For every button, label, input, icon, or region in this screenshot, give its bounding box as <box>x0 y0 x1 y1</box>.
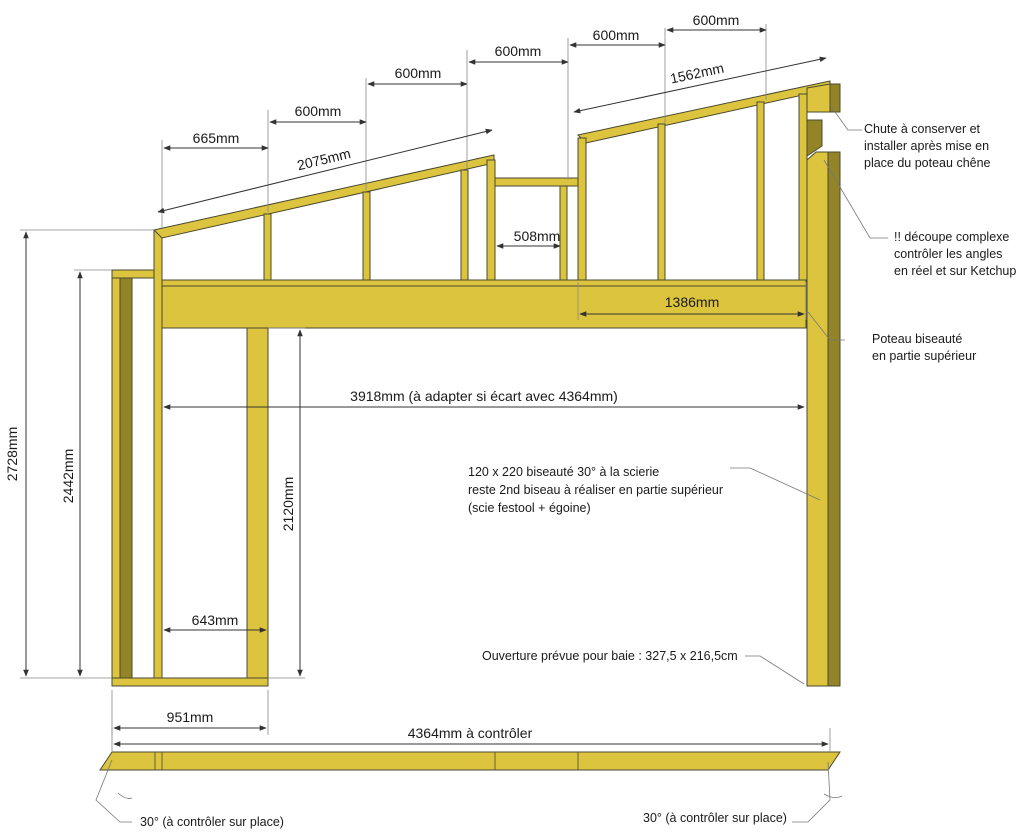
note-bevel-line-3: (scie festool + égoine) <box>468 501 591 515</box>
dim-4364: 4364mm à contrôler <box>408 725 533 741</box>
left-post-shadow <box>119 277 133 679</box>
note-bevel-line-1: 120 x 220 biseauté 30° à la scierie <box>468 465 659 479</box>
stud <box>798 93 808 281</box>
dim-600-b: 600mm <box>395 65 442 81</box>
note-angle-left: 30° (à contrôler sur place) <box>140 815 284 829</box>
dim-643: 643mm <box>192 612 239 628</box>
sill-beam <box>99 751 841 771</box>
dim-951: 951mm <box>167 709 214 725</box>
dimension-lines <box>23 27 829 747</box>
note-bevel-line-2: reste 2nd biseau à réaliser en partie su… <box>468 483 723 497</box>
bottom-plate <box>111 677 269 687</box>
dim-600-d: 600mm <box>593 27 640 43</box>
note-post-line-2: en partie supérieur <box>872 349 976 363</box>
dim-600-e: 600mm <box>693 12 740 28</box>
note-angle-right: 30° (à contrôler sur place) <box>643 811 787 825</box>
dim-600-c: 600mm <box>495 43 542 59</box>
jamb-post <box>246 327 269 679</box>
beam-top-plate <box>161 279 807 287</box>
main-beam <box>161 285 807 329</box>
note-complex-cut-line-1: !! découpe complexe <box>894 230 1009 244</box>
leader-lines <box>95 104 888 823</box>
right-rafter <box>576 80 831 144</box>
note-opening: Ouverture prévue pour baie : 327,5 x 216… <box>482 649 738 663</box>
notch <box>806 119 823 157</box>
stud <box>756 101 765 281</box>
dim-600-a: 600mm <box>295 103 342 119</box>
stud <box>486 159 496 281</box>
oak-post-face <box>806 151 829 687</box>
offcut-side <box>829 83 841 113</box>
stud <box>657 123 666 281</box>
frame <box>99 80 841 771</box>
dim-2442: 2442mm <box>60 449 76 503</box>
note-complex-cut-line-3: en réel et sur Ketchup <box>894 264 1016 278</box>
dim-3918: 3918mm (à adapter si écart avec 4364mm) <box>350 388 618 404</box>
dim-2728: 2728mm <box>4 427 20 481</box>
left-rafter <box>153 154 495 239</box>
dim-1386: 1386mm <box>665 294 719 310</box>
note-complex-cut-line-2: contrôler les angles <box>894 247 1002 261</box>
stud <box>263 213 272 281</box>
dim-1562: 1562mm <box>669 60 726 87</box>
left-top-plate <box>111 269 155 279</box>
note-offcut-line-3: place du poteau chêne <box>864 156 991 170</box>
middle-header <box>494 177 579 187</box>
note-offcut-line-2: installer après mise en <box>864 139 989 153</box>
left-post-outer <box>111 277 121 679</box>
stud <box>460 169 469 281</box>
dim-2075: 2075mm <box>295 145 352 173</box>
stud <box>577 137 587 281</box>
note-offcut-line-1: Chute à conserver et <box>864 122 981 136</box>
stud <box>362 191 371 281</box>
note-post-line-1: Poteau biseauté <box>872 332 962 346</box>
oak-post-side <box>827 151 841 687</box>
stud <box>559 185 568 281</box>
dim-665: 665mm <box>193 130 240 146</box>
dim-508: 508mm <box>514 228 561 244</box>
offcut-face <box>806 83 831 113</box>
dim-2120: 2120mm <box>280 477 296 531</box>
annotations: Chute à conserver et installer après mis… <box>140 122 1016 829</box>
left-stud <box>153 229 163 679</box>
